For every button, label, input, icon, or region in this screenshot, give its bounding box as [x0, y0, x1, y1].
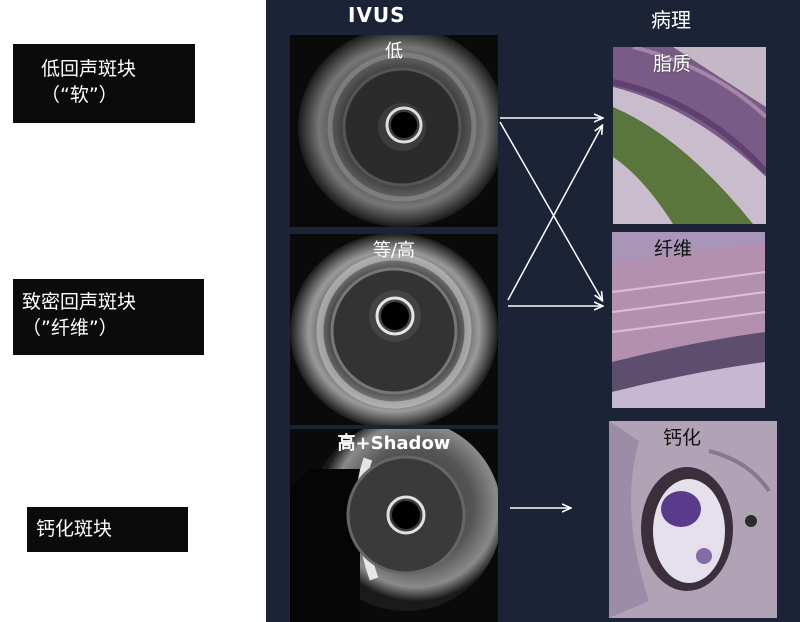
pathology-column-heading: 病理 [651, 8, 691, 32]
ivus-image-low-echo: 低 [290, 35, 498, 227]
pathology-caption-fibrous: 纤维 [654, 238, 693, 260]
pathology-image-lipid: 脂质 [613, 47, 766, 224]
label-calcified-plaque: 钙化斑块 [27, 507, 188, 552]
ivus-caption-iso-high: 等/高 [372, 240, 416, 261]
ivus-caption-high-shadow: 高+Shadow [337, 433, 451, 454]
label-calc-line1: 钙化斑块 [36, 518, 113, 540]
arrow-dense-to-lipid [507, 126, 602, 301]
label-dense-line1: 致密回声斑块 [22, 291, 137, 313]
pathology-caption-calcified: 钙化 [663, 427, 702, 449]
label-low-echo-plaque: 低回声斑块 （“软”） [13, 44, 195, 123]
ivus-column-heading: IVUS [348, 3, 406, 27]
pathology-caption-lipid: 脂质 [653, 53, 692, 75]
pathology-image-fibrous: 纤维 [612, 232, 765, 408]
ivus-caption-low: 低 [385, 41, 403, 62]
label-low-line1: 低回声斑块 [41, 58, 137, 80]
ivus-image-high-shadow: 高+Shadow [290, 429, 498, 622]
label-dense-echo-plaque: 致密回声斑块 （”纤维”） [13, 279, 204, 355]
arrow-low-to-fiber [499, 121, 602, 300]
ivus-image-iso-high-echo: 等/高 [290, 234, 498, 425]
pathology-image-calcified: 钙化 [609, 421, 777, 618]
label-dense-line2: （”纤维”） [22, 317, 118, 339]
label-low-line2: （“软”） [41, 84, 118, 106]
